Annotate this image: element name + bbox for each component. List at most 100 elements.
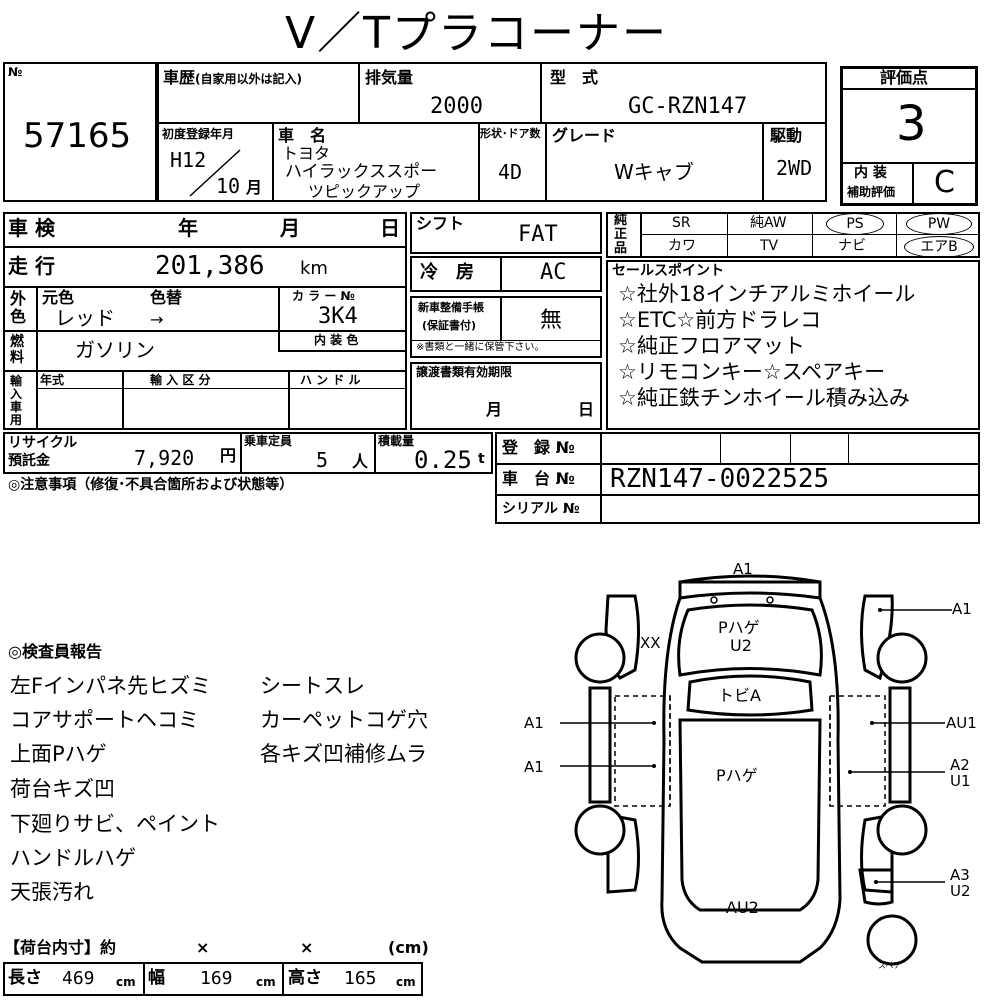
shift-label: シフト bbox=[416, 214, 465, 233]
mileage-value: 201,386 bbox=[155, 251, 265, 281]
inspector-note-1: 左Fインパネ先ヒズミ bbox=[10, 674, 212, 698]
mileage-unit: km bbox=[300, 258, 328, 279]
recycle-label-1: リサイクル bbox=[8, 435, 78, 451]
equip-leather: カワ bbox=[668, 238, 696, 254]
body-label: 形状･ドア数 bbox=[480, 127, 541, 140]
mileage-label: 走 行 bbox=[8, 254, 55, 278]
maker: トヨタ bbox=[282, 144, 331, 163]
ac-value: AC bbox=[540, 260, 567, 285]
fuel-label: 燃料 bbox=[10, 334, 24, 366]
color-no: 3K4 bbox=[318, 304, 358, 329]
caution-label: ◎注意事項（修復･不具合箇所および状態等） bbox=[8, 477, 294, 493]
orig-color: レッド bbox=[55, 306, 115, 330]
equip-navi: ナビ bbox=[838, 238, 866, 254]
diag-a1-top: A1 bbox=[733, 560, 753, 578]
repaint-label: 色替 bbox=[150, 288, 183, 307]
equip-ps: PS bbox=[826, 213, 884, 235]
diag-xx: XX bbox=[640, 634, 661, 652]
inspector-note-3: 上面Pハゲ bbox=[10, 742, 107, 766]
lot-box: № 57165 bbox=[3, 62, 157, 202]
inspector-note-2: コアサポートヘコミ bbox=[10, 708, 199, 732]
chassis-no-label: 車 台 № bbox=[502, 469, 575, 488]
inspector-note-7: 天張汚れ bbox=[10, 880, 94, 904]
displacement-label: 排気量 bbox=[365, 68, 414, 87]
equip-pw: PW bbox=[906, 213, 972, 235]
diag-bed: Pハゲ bbox=[716, 766, 758, 785]
capacity-label: 乗車定員 bbox=[244, 434, 293, 448]
cargo-title: 【荷台内寸】約 bbox=[4, 938, 117, 957]
diag-right-door-2b: U1 bbox=[950, 772, 971, 790]
equipment-box bbox=[606, 212, 980, 258]
equip-aw: 純AW bbox=[750, 215, 787, 231]
diag-hood-2: U2 bbox=[730, 636, 752, 655]
rating-score: 3 bbox=[896, 96, 927, 152]
import-type-label: 輸 入 区 分 bbox=[150, 373, 211, 387]
cargo-unit: (cm) bbox=[388, 938, 429, 957]
car-name-1: ハイラックススポー bbox=[285, 162, 438, 182]
cargo-width: 169 bbox=[200, 968, 233, 989]
capacity-value: 5 bbox=[316, 448, 329, 472]
transfer-day: 日 bbox=[578, 400, 595, 419]
first-reg-year: H12 bbox=[170, 148, 207, 172]
sales-point-4: ☆リモコンキー☆スペアキー bbox=[618, 360, 886, 384]
diag-rear: AU2 bbox=[726, 898, 759, 917]
diag-right-door-2a: A2 bbox=[950, 756, 970, 774]
equipment-label: 純正品 bbox=[614, 213, 628, 256]
warranty-label-1: 新車整備手帳 bbox=[418, 301, 484, 314]
inspector-note-4: 荷台キズ凹 bbox=[10, 777, 115, 801]
chassis-no: RZN147-0022525 bbox=[610, 464, 830, 494]
import-label: 輸入車用 bbox=[10, 374, 23, 427]
history-label: 車歴(自家用以外は記入) bbox=[163, 68, 302, 87]
car-diagram bbox=[560, 574, 952, 966]
sales-points-box bbox=[606, 260, 980, 430]
header-grid bbox=[157, 62, 827, 202]
displacement-value: 2000 bbox=[430, 94, 483, 119]
load-unit: t bbox=[478, 451, 485, 467]
inspector-note-6: ハンドルハゲ bbox=[10, 846, 136, 870]
cargo-height-unit: cm bbox=[396, 975, 416, 989]
cargo-height: 165 bbox=[344, 968, 377, 989]
cargo-length: 469 bbox=[62, 968, 95, 989]
serial-no-label: シリアル № bbox=[502, 501, 580, 517]
ac-label: 冷 房 bbox=[420, 262, 474, 283]
grade-label: グレード bbox=[552, 126, 617, 145]
rating-box bbox=[840, 66, 978, 206]
cargo-x2: × bbox=[300, 938, 314, 957]
model-label: 型 式 bbox=[550, 68, 599, 87]
diag-right-rear-a: A3 bbox=[950, 866, 970, 884]
equip-tv: TV bbox=[760, 238, 779, 254]
diag-hood-1: Pハゲ bbox=[718, 618, 760, 637]
sales-points-label: セールスポイント bbox=[612, 263, 724, 279]
diag-right-door-1: AU1 bbox=[946, 714, 977, 732]
inspector-note-10: 各キズ凹補修ムラ bbox=[260, 742, 427, 766]
drive-label: 駆動 bbox=[770, 126, 803, 145]
equip-airbag: エアB bbox=[904, 236, 974, 258]
color-no-label: カ ラ ー № bbox=[292, 289, 355, 303]
capacity-unit: 人 bbox=[352, 452, 369, 471]
inspector-note-5: 下廻りサビ、ペイント bbox=[10, 812, 220, 836]
sales-point-3: ☆純正フロアマット bbox=[618, 334, 805, 358]
date-slash bbox=[189, 149, 241, 197]
warranty-box bbox=[410, 296, 602, 358]
cargo-height-label: 高さ bbox=[288, 968, 322, 988]
fees-box bbox=[3, 432, 493, 474]
interior-rating: C bbox=[934, 165, 955, 200]
import-year-label: 年式 bbox=[40, 373, 65, 387]
transfer-box bbox=[410, 362, 602, 430]
cargo-length-label: 長さ bbox=[8, 968, 42, 988]
ac-box bbox=[410, 256, 602, 292]
diag-left-door-1: A1 bbox=[524, 714, 544, 732]
recycle-label-2: 預託金 bbox=[8, 453, 50, 469]
drive-value: 2WD bbox=[776, 156, 813, 180]
diag-left-door-2: A1 bbox=[524, 758, 544, 776]
transfer-label: 譲渡書類有効期限 bbox=[416, 365, 513, 379]
inspector-note-8: シートスレ bbox=[260, 674, 365, 698]
diag-right-rear-b: U2 bbox=[950, 882, 971, 900]
spec-grid bbox=[3, 212, 407, 430]
cargo-width-label: 幅 bbox=[148, 968, 165, 988]
first-reg-month: 10 bbox=[216, 174, 241, 198]
interior-rating-label-1: 内 装 bbox=[854, 165, 887, 181]
inspection-label: 車 検 bbox=[8, 216, 55, 240]
fuel-value: ガソリン bbox=[75, 338, 155, 362]
sales-point-5: ☆純正鉄チンホイール積み込み bbox=[618, 386, 910, 410]
